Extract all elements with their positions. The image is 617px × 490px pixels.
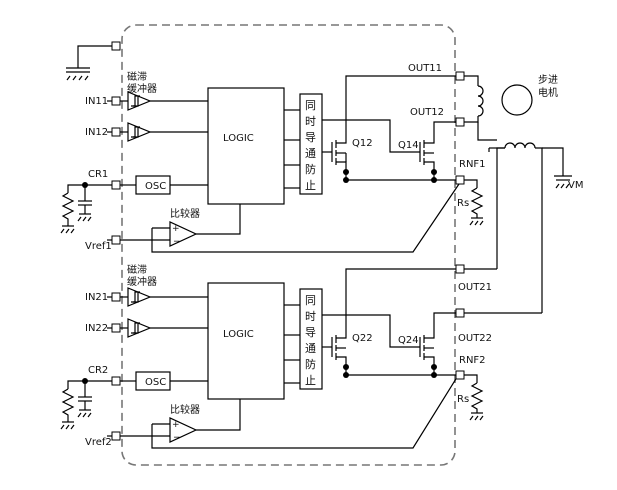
mosfet-q24: [322, 314, 435, 367]
rnf1-label: RNF1: [459, 159, 486, 170]
svg-text:+: +: [172, 224, 180, 234]
q22-label: Q22: [352, 333, 373, 344]
logic-label-top: LOGIC: [223, 133, 254, 144]
shoot-through-char: 导: [305, 131, 316, 144]
comparator-label-top: 比较器: [170, 207, 200, 220]
out21-label: OUT21: [458, 282, 492, 293]
q14-label: Q14: [398, 140, 419, 151]
pin-in22: [111, 323, 121, 333]
motor-coil-a: [464, 75, 484, 123]
shoot-through-block-bottom: [299, 288, 323, 390]
out11-label: OUT11: [408, 63, 442, 74]
q24-label: Q24: [398, 335, 419, 346]
in21-label: IN21: [85, 292, 108, 303]
mosfet-q14: [322, 119, 435, 172]
pin-cr1: [111, 180, 121, 190]
sense-resistor-top: [464, 179, 484, 226]
out22-label: OUT22: [458, 333, 492, 344]
vref1-label: Vref1: [85, 241, 112, 252]
shoot-through-char: 导: [305, 326, 316, 339]
sense-resistor-bottom: [464, 374, 484, 421]
comparator-label-bottom: 比较器: [170, 403, 200, 416]
shoot-through-char: 时: [305, 310, 316, 323]
shoot-through-char: 防: [305, 162, 316, 176]
q12-label: Q12: [352, 138, 373, 149]
stepper-motor-symbol: [501, 84, 533, 116]
pin-cr2: [111, 376, 121, 386]
pin-out12: [455, 117, 465, 127]
pin-out21: [455, 264, 465, 274]
shoot-through-char: 同: [305, 99, 316, 112]
stepper-motor-label-2: 电机: [538, 86, 558, 99]
out12-label: OUT12: [410, 107, 444, 118]
in11-label: IN11: [85, 96, 108, 107]
mosfet-q12: [322, 130, 347, 172]
shoot-through-block-top: [299, 93, 323, 195]
logic-label-bottom: LOGIC: [223, 329, 254, 340]
motor-coil-b: [489, 142, 543, 313]
pin-in12: [111, 127, 121, 137]
hyst-buffer-label-top-2: 缓冲器: [127, 82, 157, 95]
svg-text:−: −: [173, 237, 181, 247]
cr1-label: CR1: [88, 169, 108, 180]
vm-supply: [488, 147, 572, 189]
osc-label-bottom: OSC: [145, 377, 166, 388]
rs-bottom-label: Rs: [457, 394, 469, 405]
svg-text:+: +: [172, 420, 180, 430]
pin-gnd-top: [111, 41, 121, 51]
osc-label-top: OSC: [145, 181, 166, 192]
pin-in21: [111, 292, 121, 302]
rnf2-label: RNF2: [459, 355, 486, 366]
pin-out22: [455, 308, 465, 318]
hyst-buffer-label-bottom-2: 缓冲器: [127, 275, 157, 288]
mosfet-q22: [322, 325, 347, 367]
hysteresis-buffer-in22: [127, 318, 152, 338]
shoot-through-char: 通: [305, 342, 316, 355]
logic-block-bottom: [207, 282, 285, 400]
shoot-through-char: 同: [305, 294, 316, 307]
hysteresis-buffer-in11: [127, 91, 152, 111]
stepper-motor-label-1: 步进: [538, 74, 558, 86]
shoot-through-char: 通: [305, 147, 316, 160]
pin-rnf1: [455, 175, 465, 185]
hyst-buffer-label-bottom-1: 磁滞: [127, 263, 147, 276]
pin-vref1: [111, 235, 121, 245]
comparator-top: + −: [169, 221, 198, 247]
comparator-bottom: + −: [169, 417, 198, 443]
pin-in11: [111, 96, 121, 106]
vref2-label: Vref2: [85, 437, 112, 448]
pin-out11: [455, 71, 465, 81]
pin-vref2: [111, 431, 121, 441]
vm-label: VM: [568, 180, 583, 191]
rs-top-label: Rs: [457, 198, 469, 209]
shoot-through-char: 止: [305, 374, 316, 387]
shoot-through-char: 止: [305, 179, 316, 192]
pin-rnf2: [455, 370, 465, 380]
svg-text:−: −: [173, 433, 181, 443]
hysteresis-buffer-in12: [127, 122, 152, 142]
hyst-buffer-label-top-1: 磁滞: [127, 70, 147, 83]
ground-symbol-top: [66, 45, 112, 81]
shoot-through-char: 防: [305, 357, 316, 371]
chip-boundary: [121, 24, 456, 466]
hysteresis-buffer-in21: [127, 287, 152, 307]
rc-network-cr1: [60, 184, 92, 234]
in22-label: IN22: [85, 323, 108, 334]
shoot-through-char: 时: [305, 115, 316, 128]
in12-label: IN12: [85, 127, 108, 138]
logic-block-top: [207, 87, 285, 205]
rc-network-cr2: [60, 380, 92, 430]
cr2-label: CR2: [88, 365, 108, 376]
